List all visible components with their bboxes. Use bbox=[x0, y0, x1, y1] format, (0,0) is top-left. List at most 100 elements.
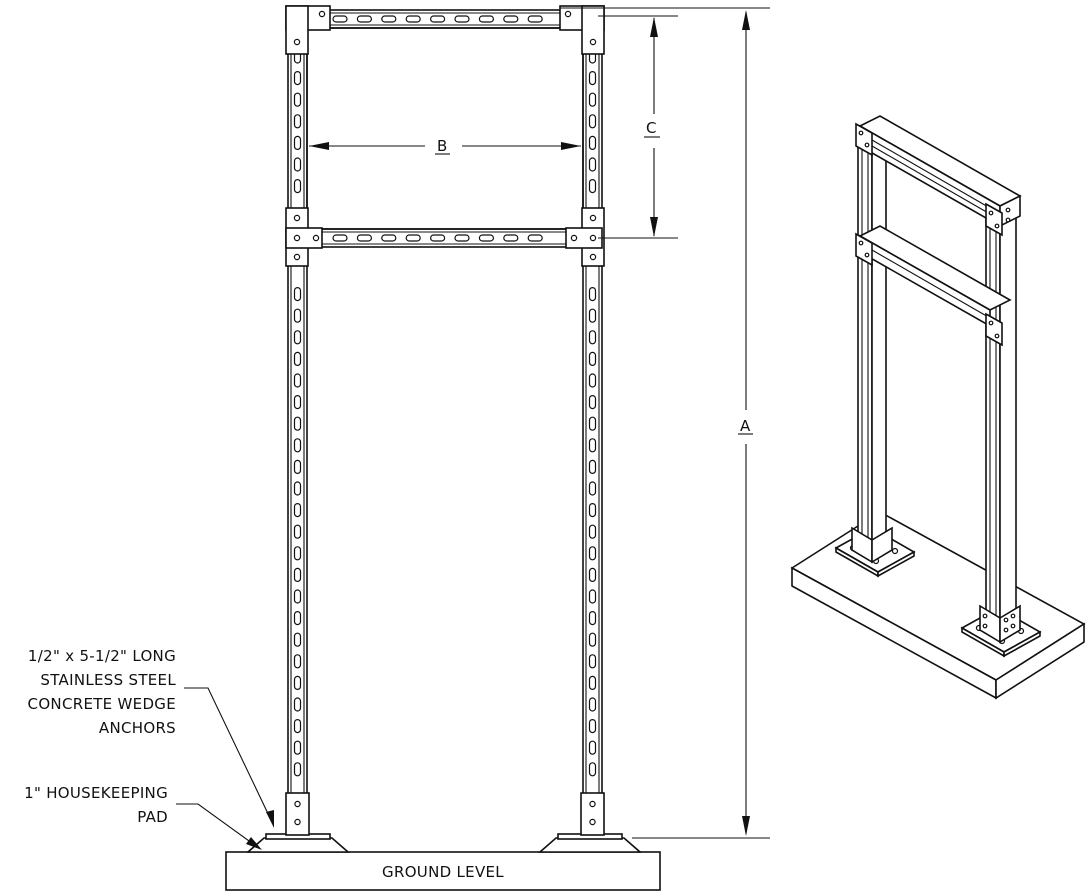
bracket-hole bbox=[312, 234, 320, 242]
post-slot bbox=[293, 70, 302, 86]
isometric-view bbox=[790, 115, 1086, 700]
post-slot bbox=[293, 762, 302, 777]
right-foot-bracket bbox=[580, 792, 605, 836]
post-slot bbox=[293, 610, 302, 626]
ground-level-label: GROUND LEVEL bbox=[382, 863, 504, 881]
rail-slot bbox=[356, 15, 372, 23]
top-rail-slots bbox=[332, 15, 543, 23]
post-slot bbox=[293, 438, 302, 453]
pad-note-line-1: 1" HOUSEKEEPING bbox=[24, 784, 168, 802]
dimension-c: C bbox=[598, 15, 678, 239]
post-slot bbox=[293, 92, 302, 107]
bracket-hole bbox=[589, 234, 597, 242]
post-slot bbox=[588, 330, 597, 345]
housekeeping-pad bbox=[225, 851, 661, 891]
post-slot bbox=[293, 308, 302, 323]
iso-pad-side bbox=[995, 622, 1085, 700]
post-slot bbox=[293, 179, 302, 194]
post-slot bbox=[293, 632, 302, 647]
rail-slot bbox=[527, 15, 543, 23]
rail-slot bbox=[454, 15, 470, 23]
anchor-callout: 1/2" x 5-1/2" LONG STAINLESS STEEL CONCR… bbox=[28, 647, 274, 828]
rail-slot bbox=[454, 234, 470, 242]
post-slot bbox=[588, 157, 597, 172]
post-slot bbox=[293, 697, 302, 712]
post-slot bbox=[588, 740, 597, 755]
rail-slot bbox=[356, 234, 372, 242]
post-slot bbox=[293, 503, 302, 518]
post-slot bbox=[293, 459, 302, 474]
rail-slot bbox=[332, 15, 348, 23]
corner-bracket bbox=[285, 5, 309, 55]
post-slot bbox=[293, 481, 302, 496]
rail-slot bbox=[527, 234, 543, 242]
bracket-hole bbox=[293, 214, 301, 222]
post-slot bbox=[293, 351, 302, 366]
post-slot bbox=[293, 330, 302, 345]
bracket-hole bbox=[589, 38, 597, 46]
upper-opening bbox=[306, 27, 584, 230]
post-slot bbox=[588, 351, 597, 366]
dimension-b: B bbox=[309, 137, 581, 155]
bracket-hole bbox=[318, 10, 326, 18]
post-slot bbox=[293, 546, 302, 561]
rail-slot bbox=[430, 234, 446, 242]
post-slot bbox=[588, 92, 597, 107]
post-slot bbox=[293, 135, 302, 150]
post-slot bbox=[293, 654, 302, 669]
post-slot bbox=[588, 762, 597, 777]
post-slot bbox=[588, 459, 597, 474]
post-slot bbox=[293, 287, 302, 302]
anchor-note-line-4: ANCHORS bbox=[99, 719, 176, 737]
corner-brackets bbox=[285, 5, 605, 267]
bracket-hole bbox=[293, 234, 301, 242]
corner-bracket bbox=[581, 5, 605, 55]
dim-b-label: B bbox=[437, 137, 447, 155]
rail-slot bbox=[503, 234, 519, 242]
bracket-hole bbox=[293, 38, 301, 46]
bracket-hole bbox=[570, 234, 578, 242]
post-slot bbox=[588, 373, 597, 388]
post-slot bbox=[293, 567, 302, 583]
post-slot bbox=[293, 373, 302, 388]
post-slot bbox=[293, 157, 302, 172]
pad-callout: 1" HOUSEKEEPING PAD bbox=[24, 784, 262, 850]
iso-front-post bbox=[985, 202, 1001, 638]
rail-slot bbox=[478, 234, 494, 242]
post-slot bbox=[588, 70, 597, 86]
bracket-hole bbox=[589, 214, 597, 222]
anchor-note-line-2: STAINLESS STEEL bbox=[40, 671, 176, 689]
dim-a-label: A bbox=[740, 417, 751, 435]
bracket-hole bbox=[589, 253, 597, 261]
rail-slot bbox=[332, 234, 348, 242]
rail-slot bbox=[405, 15, 421, 23]
left-foot-bracket bbox=[285, 792, 310, 836]
post-slot bbox=[588, 438, 597, 453]
right-post-slots bbox=[588, 49, 597, 777]
post-slot bbox=[588, 395, 597, 410]
post-slot bbox=[293, 524, 302, 539]
post-slot bbox=[293, 589, 302, 604]
post-slot bbox=[588, 416, 597, 431]
corner-bracket bbox=[285, 227, 323, 249]
post-slot bbox=[293, 416, 302, 431]
post-slot bbox=[293, 395, 302, 410]
rail-slot bbox=[381, 15, 397, 23]
post-slot bbox=[588, 114, 597, 129]
rail-slot bbox=[478, 15, 494, 23]
post-slot bbox=[588, 589, 597, 604]
post-slot bbox=[588, 675, 597, 691]
dimension-a: A bbox=[560, 7, 770, 839]
post-slot bbox=[588, 308, 597, 323]
iso-rear-post bbox=[857, 128, 873, 558]
post-slot bbox=[588, 503, 597, 518]
post-slot bbox=[588, 546, 597, 561]
anchor-note-line-1: 1/2" x 5-1/2" LONG bbox=[28, 647, 176, 665]
post-slot bbox=[588, 567, 597, 583]
post-slot bbox=[588, 524, 597, 539]
post-slot bbox=[588, 697, 597, 712]
bracket-hole bbox=[293, 253, 301, 261]
post-slot bbox=[588, 654, 597, 669]
post-slot bbox=[588, 718, 597, 734]
